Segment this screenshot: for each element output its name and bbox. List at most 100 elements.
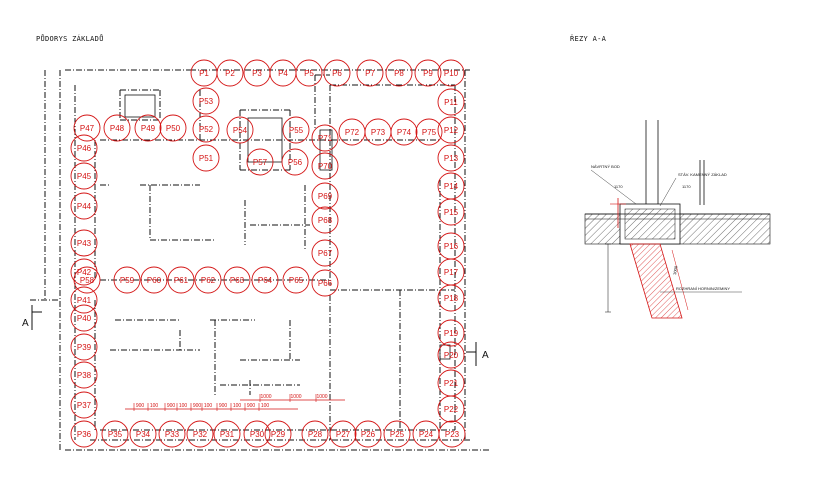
pile-circle xyxy=(354,420,382,448)
pile-label: P58 xyxy=(80,276,95,285)
pile-p9: P9 xyxy=(414,59,442,87)
section-detail: NÁVRTNÝ BOD STÁV. KAMENNÝ ZÁKLAD 1170 11… xyxy=(584,120,771,319)
pile-circle xyxy=(73,114,101,142)
pile-circle xyxy=(437,319,465,347)
pile-label: P34 xyxy=(136,430,151,439)
pile-circle xyxy=(437,116,465,144)
pile-circle xyxy=(192,115,220,143)
pile-label: P75 xyxy=(422,128,437,137)
pile-p72: P72 xyxy=(338,118,366,146)
dim-label: 1000 xyxy=(316,394,327,400)
pile-p17: P17 xyxy=(437,258,465,286)
note-survey-point: NÁVRTNÝ BOD xyxy=(591,164,620,169)
pile-p12: P12 xyxy=(437,116,465,144)
pile-p51: P51 xyxy=(192,144,220,172)
pile-label: P15 xyxy=(444,208,459,217)
pile-circle xyxy=(216,59,244,87)
pile-p36: P36 xyxy=(70,420,98,448)
pile-circle xyxy=(73,266,101,294)
pile-circle xyxy=(437,88,465,116)
pile-label: P63 xyxy=(230,276,245,285)
pile-circle xyxy=(414,59,442,87)
pile-p30: P30 xyxy=(243,420,271,448)
dim-a: 1170 xyxy=(614,184,623,189)
pile-p43: P43 xyxy=(70,229,98,257)
dim-label: 900 xyxy=(167,403,176,409)
pile-circle xyxy=(311,124,339,152)
pile-p11: P11 xyxy=(437,88,465,116)
pile-circle xyxy=(385,59,413,87)
pile-p27: P27 xyxy=(329,420,357,448)
pile-p55: P55 xyxy=(282,116,310,144)
pile-label: P19 xyxy=(444,329,459,338)
pile-p24: P24 xyxy=(412,420,440,448)
pile-circle xyxy=(437,144,465,172)
pile-circle xyxy=(329,420,357,448)
pile-circle xyxy=(103,114,131,142)
pile-label: P47 xyxy=(80,124,95,133)
pile-label: P53 xyxy=(199,97,214,106)
pile-circle xyxy=(213,420,241,448)
pile-label: P73 xyxy=(371,128,386,137)
pile-p29: P29 xyxy=(264,420,292,448)
pile-p68: P68 xyxy=(311,206,339,234)
pile-p46: P46 xyxy=(70,134,98,162)
pile-p23: P23 xyxy=(438,420,466,448)
pile-circle xyxy=(70,361,98,389)
pile-circle xyxy=(390,118,418,146)
note-foundation: STÁV. KAMENNÝ ZÁKLAD xyxy=(678,172,727,177)
pile-p5: P5 xyxy=(295,59,323,87)
pile-circle xyxy=(301,420,329,448)
pile-circle xyxy=(226,116,254,144)
pile-label: P37 xyxy=(77,401,92,410)
pile-label: P57 xyxy=(253,158,268,167)
dim-label: 900 xyxy=(219,403,228,409)
pile-p8: P8 xyxy=(385,59,413,87)
pile-p56: P56 xyxy=(281,148,309,176)
dim-label: 100 xyxy=(233,403,242,409)
pile-p34: P34 xyxy=(129,420,157,448)
dim-b: 1170 xyxy=(682,184,691,189)
pile-label: P25 xyxy=(390,430,405,439)
pile-circle xyxy=(134,114,162,142)
pile-p49: P49 xyxy=(134,114,162,142)
pile-label: P62 xyxy=(201,276,216,285)
pile-label: P35 xyxy=(108,430,123,439)
pile-circle xyxy=(383,420,411,448)
pile-p61: P61 xyxy=(167,266,195,294)
pile-p15: P15 xyxy=(437,198,465,226)
pile-label: P7 xyxy=(365,69,375,78)
pile-label: P14 xyxy=(444,182,459,191)
pile-label: P30 xyxy=(250,430,265,439)
pile-label: P65 xyxy=(289,276,304,285)
pile-p14: P14 xyxy=(437,172,465,200)
dim-label: 1000 xyxy=(290,394,301,400)
pile-p71: P71 xyxy=(311,124,339,152)
pile-label: P38 xyxy=(77,371,92,380)
pile-circle xyxy=(437,284,465,312)
pile-circle xyxy=(282,116,310,144)
pile-label: P71 xyxy=(318,134,333,143)
pile-circle xyxy=(167,266,195,294)
pile-label: P23 xyxy=(445,430,460,439)
pile-label: P27 xyxy=(336,430,351,439)
dim-label: 900 xyxy=(247,403,256,409)
pile-label: P6 xyxy=(332,69,342,78)
pile-circle xyxy=(311,239,339,267)
pile-p63: P63 xyxy=(223,266,251,294)
pile-circle xyxy=(437,198,465,226)
pile-p26: P26 xyxy=(354,420,382,448)
pile-p64: P64 xyxy=(251,266,279,294)
cut-label-right: A xyxy=(482,350,489,361)
pile-p35: P35 xyxy=(101,420,129,448)
section-title: ŘEZY A-A xyxy=(570,35,607,43)
pile-circle xyxy=(70,192,98,220)
pile-circle xyxy=(159,114,187,142)
pile-circle xyxy=(246,148,274,176)
cut-marker-left: A xyxy=(22,305,42,330)
pile-label: P4 xyxy=(278,69,288,78)
pile-label: P72 xyxy=(345,128,360,137)
pile-label: P1 xyxy=(199,69,209,78)
pile-label: P59 xyxy=(120,276,135,285)
pile-label: P12 xyxy=(444,126,459,135)
